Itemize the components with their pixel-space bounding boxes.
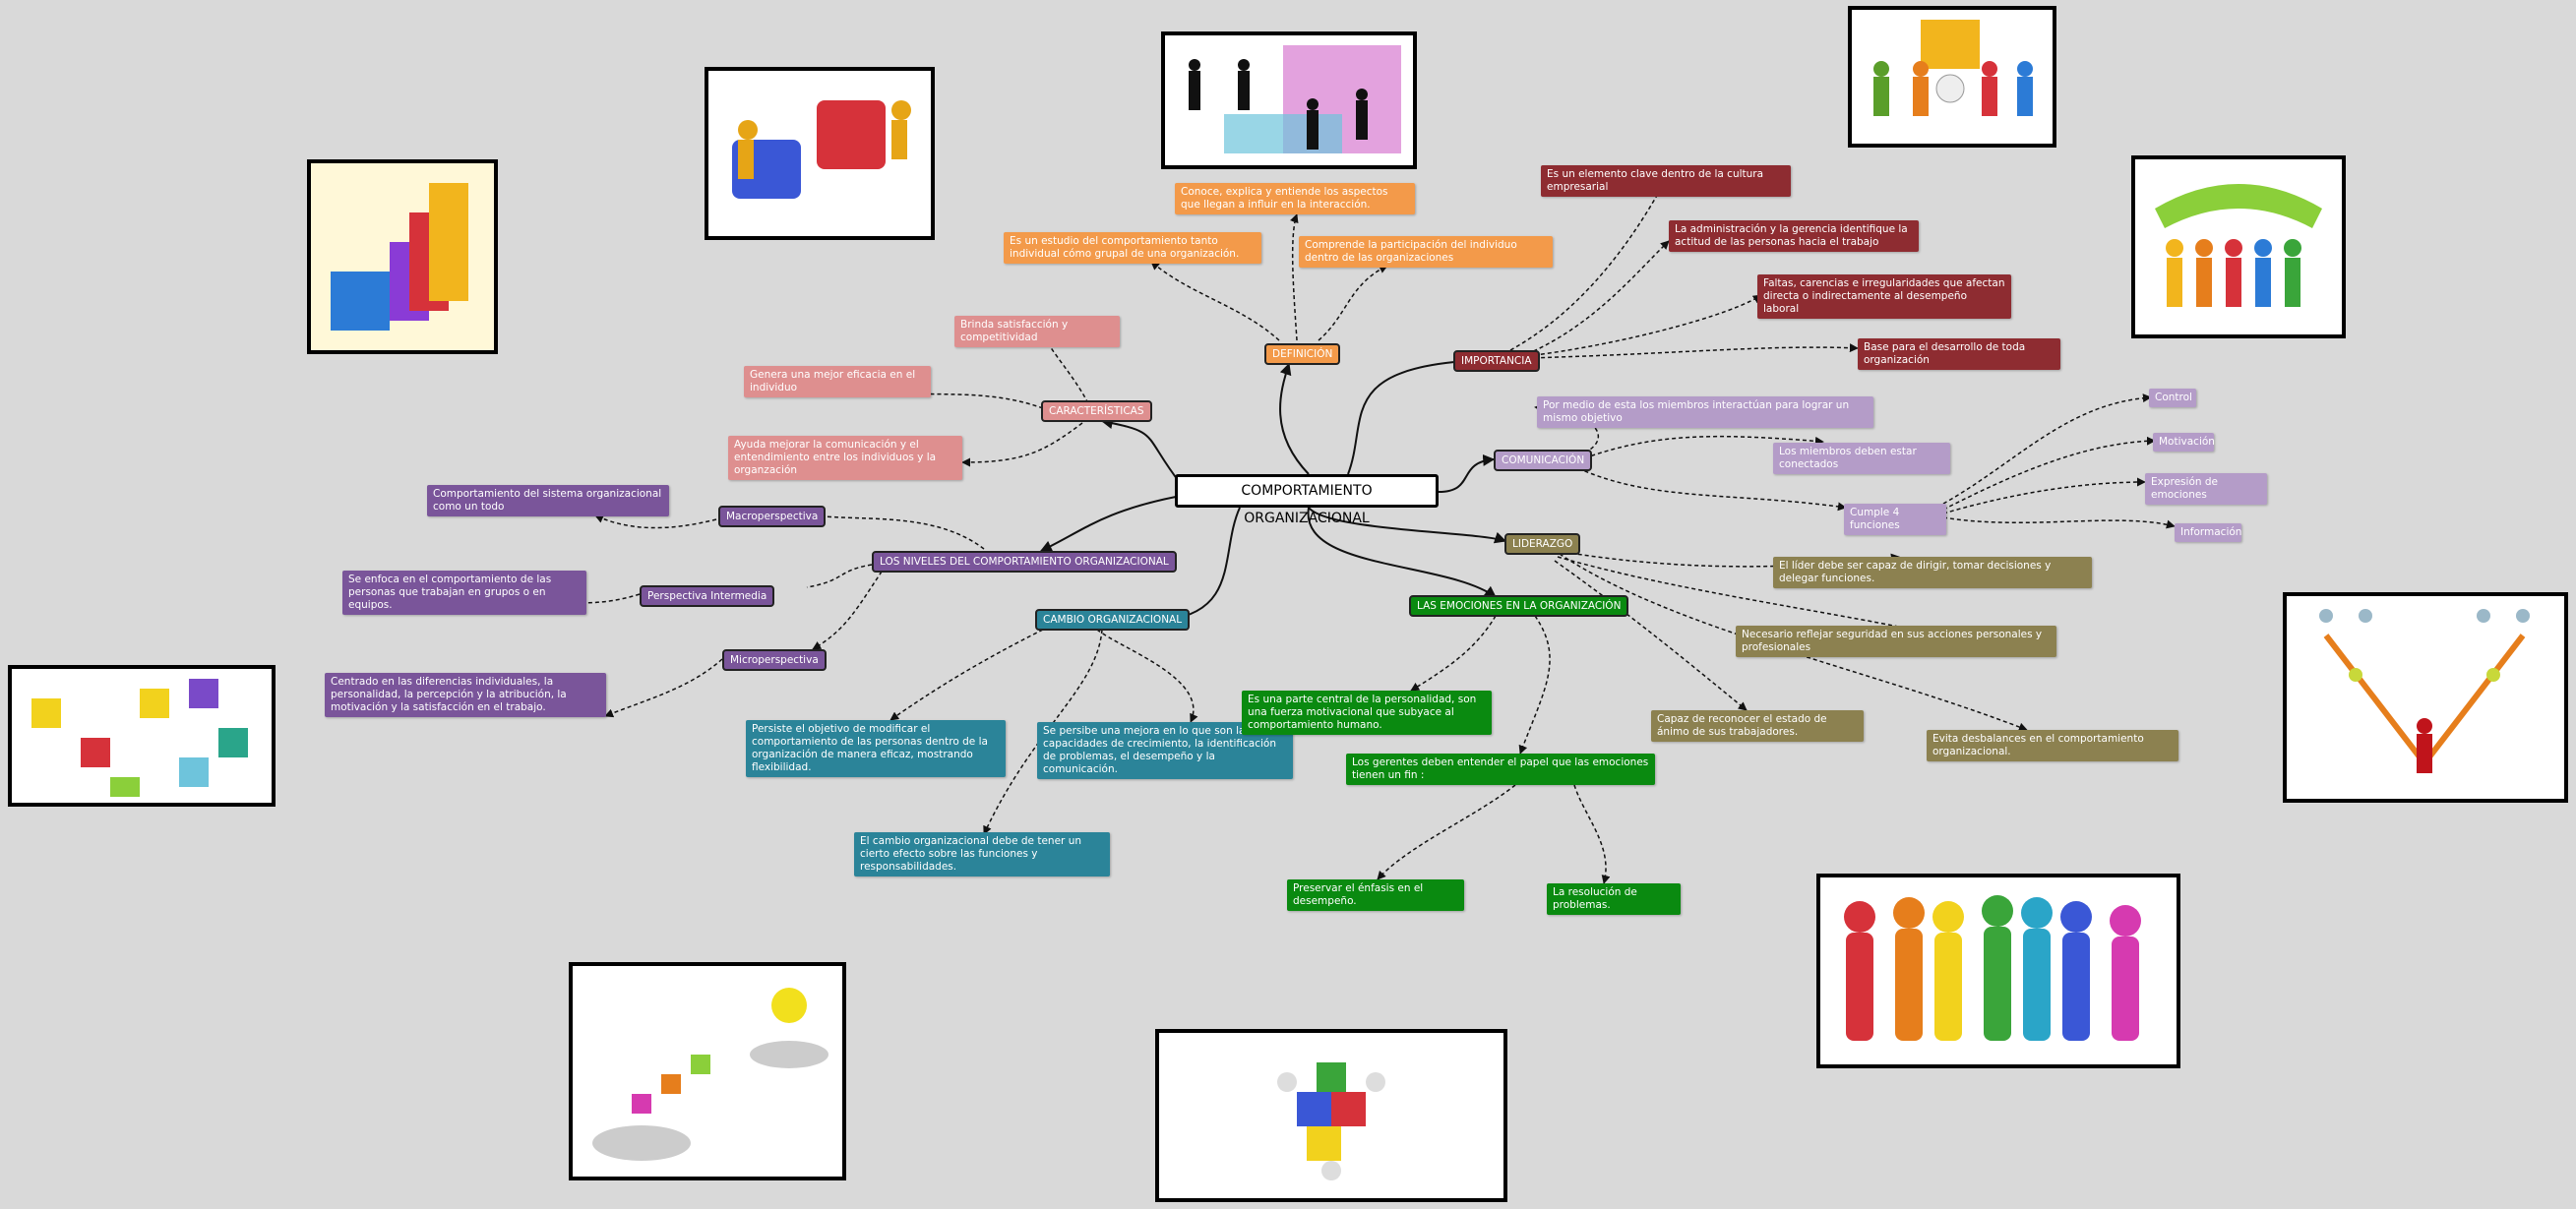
link-central-niveles	[1039, 496, 1177, 552]
central-topic[interactable]: COMPORTAMIENTO ORGANIZACIONAL	[1175, 474, 1439, 526]
caracteristicas-item[interactable]: Brinda satisfacción y competitividad	[954, 316, 1120, 347]
funcion-item[interactable]: Información	[2175, 523, 2241, 542]
puzzle-people-icon	[732, 100, 911, 199]
blocks-icon	[311, 163, 494, 350]
liderazgo-item[interactable]: Evita desbalances en el comportamiento o…	[1927, 730, 2178, 761]
cambio-item[interactable]: Persiste el objetivo de modificar el com…	[746, 720, 1006, 777]
link-central-cambio	[1166, 507, 1241, 625]
nivel-detail[interactable]: Comportamiento del sistema organizaciona…	[427, 485, 669, 516]
emociones-fin-item[interactable]: La resolución de problemas.	[1547, 883, 1681, 915]
puzzle-lightbulb-team-image	[1848, 6, 2056, 148]
funcion-item[interactable]: Expresión de emociones	[2145, 473, 2267, 505]
emociones-gerentes[interactable]: Los gerentes deben entender el papel que…	[1346, 754, 1655, 785]
colorful-people-image	[1816, 874, 2180, 1068]
liderazgo-item[interactable]: El líder debe ser capaz de dirigir, toma…	[1773, 557, 2092, 588]
hierarchy-people-image	[2283, 592, 2568, 803]
topic-importancia[interactable]: IMPORTANCIA	[1453, 350, 1540, 372]
business-puzzle-image	[1161, 31, 1417, 169]
topic-comunicacion[interactable]: COMUNICACIÓN	[1494, 450, 1593, 471]
colorful-people-icon	[2155, 184, 2322, 307]
nivel-detail[interactable]: Se enfoca en el comportamiento de las pe…	[342, 571, 586, 615]
funcion-item[interactable]: Control	[2149, 389, 2196, 407]
link-central-importancia	[1347, 361, 1455, 475]
hands-puzzle-image	[8, 665, 276, 807]
importancia-item[interactable]: Es un elemento clave dentro de la cultur…	[1541, 165, 1791, 197]
caracteristicas-item[interactable]: Genera una mejor eficacia en el individu…	[744, 366, 931, 397]
topic-niveles[interactable]: LOS NIVELES DEL COMPORTAMIENTO ORGANIZAC…	[872, 551, 1177, 573]
caracteristicas-item[interactable]: Ayuda mejorar la comunicación y el enten…	[728, 436, 962, 480]
comunicacion-item[interactable]: Por medio de esta los miembros interactú…	[1537, 396, 1873, 428]
definicion-item[interactable]: Conoce, explica y entiende los aspectos …	[1175, 183, 1415, 214]
team-puzzle-icon	[1277, 1062, 1385, 1180]
building-blocks-image	[307, 159, 498, 354]
nivel-detail[interactable]: Centrado en las diferencias individuales…	[325, 673, 606, 717]
emociones-item[interactable]: Es una parte central de la personalidad,…	[1242, 691, 1492, 735]
importancia-item[interactable]: Faltas, carencias e irregularidades que …	[1757, 274, 2011, 319]
topic-emociones[interactable]: LAS EMOCIONES EN LA ORGANIZACIÓN	[1409, 595, 1629, 617]
topic-caracteristicas[interactable]: CARACTERÍSTICAS	[1041, 400, 1152, 422]
importancia-item[interactable]: Base para el desarrollo de toda organiza…	[1858, 338, 2060, 370]
comunicacion-funciones[interactable]: Cumple 4 funciones	[1844, 504, 1946, 535]
nivel-microperspectiva[interactable]: Microperspectiva	[722, 649, 827, 671]
nivel-perspectiva-intermedia[interactable]: Perspectiva Intermedia	[640, 585, 775, 607]
definicion-item[interactable]: Comprende la participación del individuo…	[1299, 236, 1553, 268]
nivel-macroperspectiva[interactable]: Macroperspectiva	[718, 506, 827, 527]
lightbulb-icon	[1873, 20, 2033, 116]
funcion-item[interactable]: Motivación	[2153, 433, 2215, 452]
topic-definicion[interactable]: DEFINICIÓN	[1264, 343, 1341, 365]
topic-liderazgo[interactable]: LIDERAZGO	[1504, 533, 1581, 555]
leader-hierarchy-icon	[2319, 609, 2530, 773]
link-central-comunicacion	[1438, 453, 1496, 493]
liderazgo-item[interactable]: Necesario reflejar seguridad en sus acci…	[1736, 626, 2056, 657]
definicion-item[interactable]: Es un estudio del comportamiento tanto i…	[1004, 232, 1261, 264]
comunicacion-item[interactable]: Los miembros deben estar conectados	[1773, 443, 1950, 474]
emociones-fin-item[interactable]: Preservar el énfasis en el desempeño.	[1287, 879, 1464, 911]
idea-path-icon	[592, 988, 828, 1161]
importancia-item[interactable]: La administración y la gerencia identifi…	[1669, 220, 1919, 252]
liderazgo-item[interactable]: Capaz de reconocer el estado de ánimo de…	[1651, 710, 1864, 742]
topic-cambio[interactable]: CAMBIO ORGANIZACIONAL	[1035, 609, 1191, 631]
people-puzzle-arc-image	[2131, 155, 2346, 338]
cambio-item[interactable]: El cambio organizacional debe de tener u…	[854, 832, 1110, 877]
link-central-definicion	[1279, 362, 1310, 475]
link-central-caracteristicas	[1100, 417, 1182, 485]
people-holding-puzzle-image	[1155, 1029, 1507, 1202]
puzzle-people-image	[705, 67, 935, 240]
puzzle-path-lightbulb-image	[569, 962, 846, 1180]
business-team-icon	[1189, 45, 1401, 153]
diverse-team-icon	[1844, 895, 2141, 1041]
puzzle-pieces-icon	[31, 679, 248, 797]
